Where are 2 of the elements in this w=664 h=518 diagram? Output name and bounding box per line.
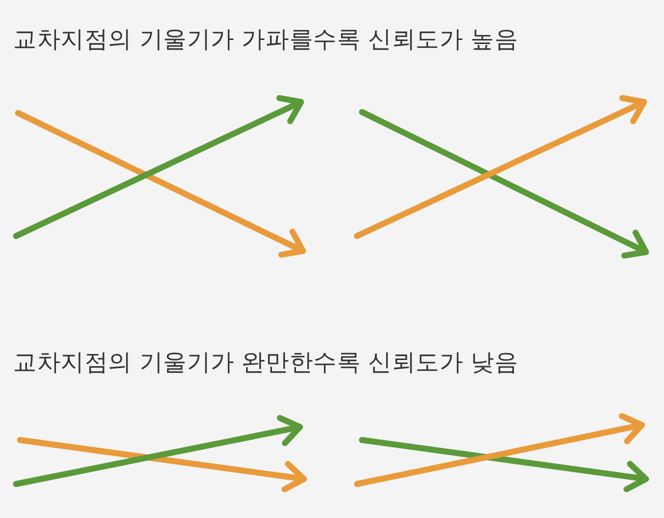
heading: 교차지점의 기울기가 가파를수록 신뢰도가 높음: [13, 25, 518, 54]
heading: 교차지점의 기울기가 완만한수록 신뢰도가 낮음: [13, 348, 518, 376]
